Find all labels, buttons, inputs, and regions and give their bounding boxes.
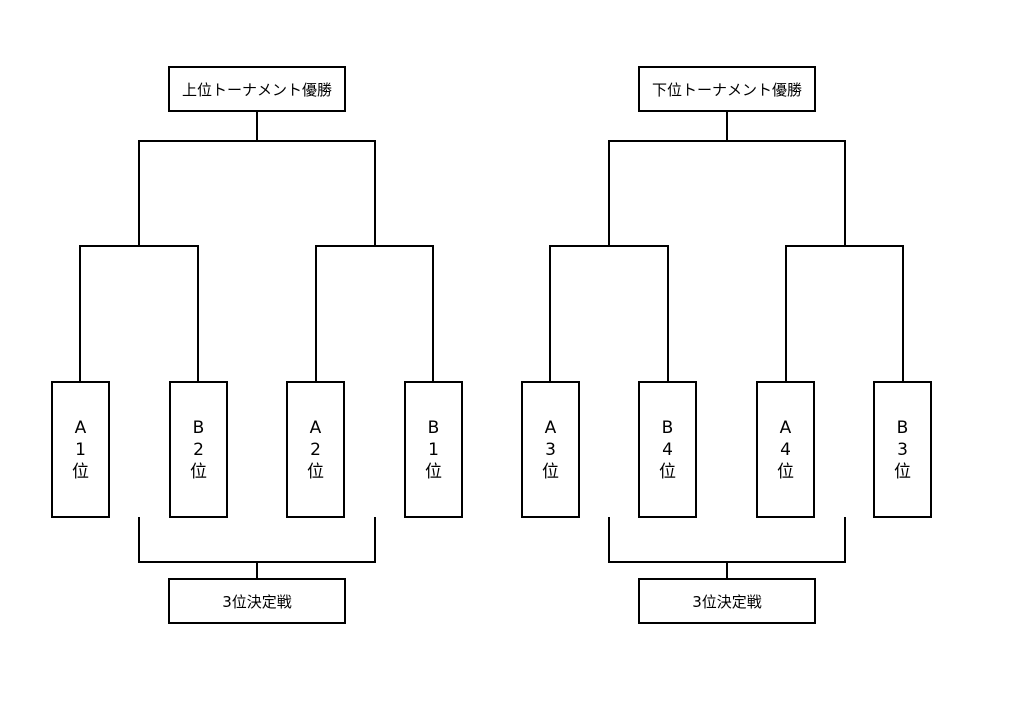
- entry-box: A 3 位: [521, 381, 580, 518]
- entry-suffix: 位: [777, 461, 794, 482]
- lower-third-place-box: 3位決定戦: [638, 578, 816, 624]
- upper-winner-label: 上位トーナメント優勝: [181, 80, 332, 99]
- entry-group: B: [661, 417, 674, 438]
- entry-rank: 4: [780, 439, 791, 460]
- entry-rank: 2: [193, 439, 204, 460]
- entry-box: B 4 位: [638, 381, 697, 518]
- lower-bracket-lines: [549, 111, 904, 579]
- entry-suffix: 位: [894, 461, 911, 482]
- entry-suffix: 位: [307, 461, 324, 482]
- lower-third-place-label: 3位決定戦: [692, 592, 762, 611]
- lower-winner-label: 下位トーナメント優勝: [651, 80, 802, 99]
- entry-rank: 4: [662, 439, 673, 460]
- entry-suffix: 位: [72, 461, 89, 482]
- entry-box: B 1 位: [404, 381, 463, 518]
- entry-group: A: [74, 417, 87, 438]
- entry-group: B: [896, 417, 909, 438]
- entry-suffix: 位: [542, 461, 559, 482]
- entry-group: B: [427, 417, 440, 438]
- entry-box: A 4 位: [756, 381, 815, 518]
- entry-suffix: 位: [190, 461, 207, 482]
- lower-winner-box: 下位トーナメント優勝: [638, 66, 816, 112]
- entry-rank: 1: [428, 439, 439, 460]
- entry-suffix: 位: [425, 461, 442, 482]
- entry-box: B 2 位: [169, 381, 228, 518]
- upper-third-place-box: 3位決定戦: [168, 578, 346, 624]
- entry-box: A 2 位: [286, 381, 345, 518]
- entry-rank: 2: [310, 439, 321, 460]
- entry-suffix: 位: [659, 461, 676, 482]
- entry-group: A: [309, 417, 322, 438]
- entry-group: A: [779, 417, 792, 438]
- upper-bracket-lines: [79, 111, 434, 579]
- entry-box: B 3 位: [873, 381, 932, 518]
- entry-rank: 3: [545, 439, 556, 460]
- entry-box: A 1 位: [51, 381, 110, 518]
- entry-group: B: [192, 417, 205, 438]
- entry-rank: 3: [897, 439, 908, 460]
- upper-third-place-label: 3位決定戦: [222, 592, 292, 611]
- entry-group: A: [544, 417, 557, 438]
- upper-winner-box: 上位トーナメント優勝: [168, 66, 346, 112]
- entry-rank: 1: [75, 439, 86, 460]
